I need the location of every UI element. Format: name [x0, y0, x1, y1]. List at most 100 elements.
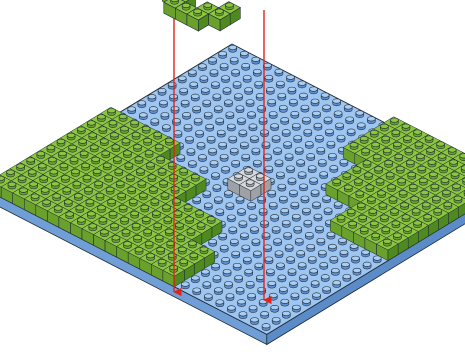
baseplate-stud — [282, 311, 290, 318]
baseplate-stud — [201, 88, 209, 95]
brick-stud — [427, 148, 435, 155]
baseplate-stud — [294, 136, 302, 143]
baseplate-stud — [266, 269, 274, 276]
baseplate-stud — [220, 154, 228, 161]
baseplate-stud — [341, 262, 349, 269]
baseplate-stud — [243, 257, 251, 264]
brick-stud — [161, 193, 169, 200]
baseplate-stud — [224, 100, 232, 107]
baseplate-stud — [310, 87, 318, 94]
baseplate-stud — [193, 106, 201, 113]
brick-stud — [134, 235, 142, 242]
brick-stud — [337, 215, 345, 222]
brick-stud — [373, 154, 381, 161]
brick-stud — [453, 184, 461, 191]
brick-stud — [372, 142, 380, 149]
brick-stud — [149, 187, 157, 194]
brick-stud — [403, 136, 411, 143]
baseplate-stud — [240, 142, 248, 149]
brick-stud — [184, 205, 192, 212]
baseplate-stud — [279, 105, 287, 112]
brick-stud — [83, 175, 91, 182]
brick-stud — [144, 229, 152, 236]
brick-stud — [147, 163, 155, 170]
baseplate-stud — [276, 172, 284, 179]
brick-stud — [399, 191, 407, 198]
baseplate-stud — [229, 136, 237, 143]
brick-stud — [105, 175, 113, 182]
baseplate-stud — [308, 257, 316, 264]
brick-stud — [82, 163, 90, 170]
brick-stud — [429, 172, 437, 179]
baseplate-stud — [233, 82, 241, 89]
brick-stud — [389, 197, 397, 204]
baseplate-stud — [239, 130, 247, 137]
baseplate-stud — [269, 293, 277, 300]
brick-stud — [450, 160, 458, 167]
brick-stud — [396, 166, 404, 173]
brick-stud — [148, 175, 156, 182]
brick-stud — [383, 239, 391, 246]
brick-stud — [448, 148, 456, 155]
brick-stud — [422, 202, 430, 209]
brick-stud — [100, 230, 108, 237]
baseplate-stud — [212, 263, 220, 270]
brick-stud — [31, 194, 39, 201]
brick-stud — [191, 174, 199, 181]
brick-stud — [419, 178, 427, 185]
baseplate-stud — [330, 256, 338, 263]
baseplate-stud — [284, 142, 292, 149]
brick-stud — [103, 163, 111, 170]
brick-stud — [87, 212, 95, 219]
baseplate-stud — [295, 148, 303, 155]
brick-stud — [382, 227, 390, 234]
baseplate-stud — [209, 239, 217, 246]
baseplate-stud — [187, 149, 195, 156]
brick-stud — [460, 154, 465, 161]
baseplate-stud — [312, 111, 320, 118]
brick-stud — [256, 174, 264, 181]
baseplate-stud — [321, 93, 329, 100]
baseplate-stud — [323, 287, 331, 294]
brick-stud — [155, 144, 163, 151]
brick-stud — [112, 145, 120, 152]
baseplate-stud — [204, 203, 212, 210]
baseplate-stud — [138, 101, 146, 108]
brick-stud — [145, 151, 153, 158]
brick-stud — [7, 170, 15, 177]
brick-stud — [414, 221, 422, 228]
brick-stud — [37, 152, 45, 159]
baseplate-stud — [334, 111, 342, 118]
baseplate-stud — [325, 129, 333, 136]
brick-stud — [147, 253, 155, 260]
baseplate-stud — [230, 57, 238, 64]
baseplate-stud — [347, 129, 355, 136]
brick-stud — [99, 218, 107, 225]
baseplate-stud — [220, 63, 228, 70]
baseplate-stud — [271, 214, 279, 221]
brick-stud — [390, 209, 398, 216]
baseplate-stud — [226, 294, 234, 301]
brick-stud — [119, 205, 127, 212]
brick-stud — [246, 180, 254, 187]
baseplate-stud — [336, 123, 344, 130]
baseplate-stud — [269, 202, 277, 209]
baseplate-stud — [302, 117, 310, 124]
baseplate-stud — [261, 311, 269, 318]
baseplate-stud — [259, 299, 267, 306]
baseplate-stud — [248, 293, 256, 300]
baseplate-stud — [174, 131, 182, 138]
brick-stud — [157, 247, 165, 254]
baseplate-stud — [238, 300, 246, 307]
brick-stud — [403, 227, 411, 234]
brick-stud — [74, 194, 82, 201]
brick-stud — [393, 233, 401, 240]
brick-stud — [393, 142, 401, 149]
brick-stud — [95, 181, 103, 188]
baseplate-stud — [222, 166, 230, 173]
baseplate-stud — [287, 166, 295, 173]
baseplate-stud — [216, 118, 224, 125]
baseplate-stud — [256, 93, 264, 100]
baseplate-stud — [158, 88, 166, 95]
brick-stud — [354, 179, 362, 186]
